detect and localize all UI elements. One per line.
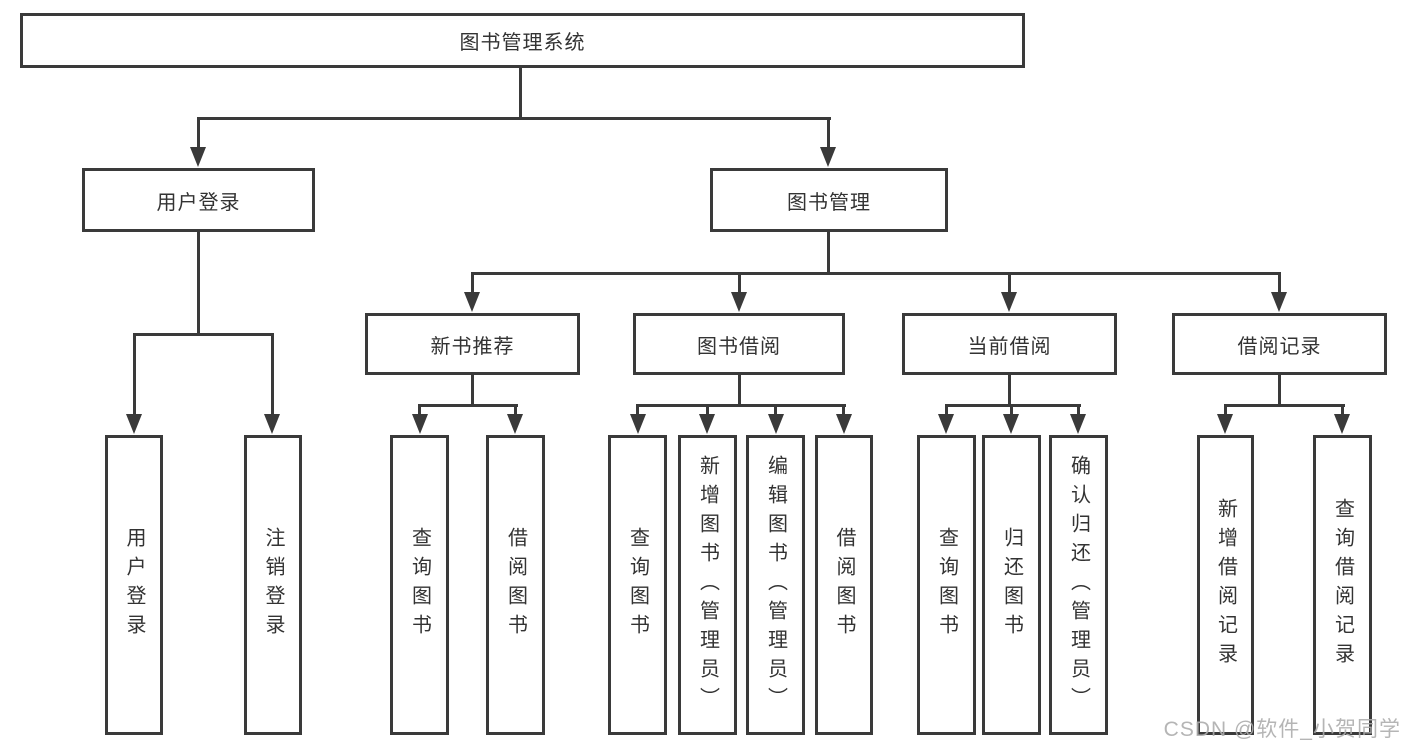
csdn-watermark: CSDN @软件_小贺同学 xyxy=(1163,718,1401,741)
connector-line xyxy=(636,404,846,407)
leaf-label: 新增图书（管理员） xyxy=(696,454,719,716)
connector-line xyxy=(519,67,522,118)
connector-line xyxy=(514,406,517,416)
leaf-current-confirm-return-admin: 确认归还（管理员） xyxy=(1049,435,1108,735)
arrowhead-down-icon xyxy=(1001,292,1017,312)
node-book-borrowing: 图书借阅 xyxy=(633,313,845,375)
node-root: 图书管理系统 xyxy=(20,13,1025,68)
connector-line xyxy=(133,333,274,336)
arrowhead-down-icon xyxy=(938,414,954,434)
node-label: 新书推荐 xyxy=(430,335,515,358)
node-new-book-recommend: 新书推荐 xyxy=(365,313,580,375)
connector-line xyxy=(1008,274,1011,294)
connector-line xyxy=(1077,406,1080,416)
leaf-records-add-borrow-record: 新增借阅记录 xyxy=(1197,435,1254,735)
connector-line xyxy=(842,406,845,416)
leaf-label: 归还图书 xyxy=(1000,527,1023,643)
arrowhead-down-icon xyxy=(264,414,280,434)
leaf-current-query-books: 查询图书 xyxy=(917,435,976,735)
connector-line xyxy=(636,406,639,416)
leaf-label: 查询图书 xyxy=(408,527,431,643)
connector-line xyxy=(271,335,274,415)
leaf-newbooks-borrow-books: 借阅图书 xyxy=(486,435,545,735)
arrowhead-down-icon xyxy=(630,414,646,434)
node-current-borrowing: 当前借阅 xyxy=(902,313,1117,375)
leaf-borrowing-edit-books-admin: 编辑图书（管理员） xyxy=(746,435,805,735)
arrowhead-down-icon xyxy=(126,414,142,434)
leaf-newbooks-query-books: 查询图书 xyxy=(390,435,449,735)
leaf-label: 编辑图书（管理员） xyxy=(764,454,787,716)
arrowhead-down-icon xyxy=(1334,414,1350,434)
node-book-management: 图书管理 xyxy=(710,168,948,232)
connector-line xyxy=(945,404,1081,407)
arrowhead-down-icon xyxy=(1070,414,1086,434)
connector-line xyxy=(471,374,474,407)
arrowhead-down-icon xyxy=(820,147,836,167)
connector-line xyxy=(945,406,948,416)
leaf-label: 查询借阅记录 xyxy=(1331,498,1354,672)
node-borrowing-records: 借阅记录 xyxy=(1172,313,1387,375)
node-label: 图书管理 xyxy=(787,191,871,214)
arrowhead-down-icon xyxy=(1217,414,1233,434)
connector-line xyxy=(133,335,136,415)
leaf-label: 借阅图书 xyxy=(504,527,527,643)
connector-line xyxy=(827,119,830,149)
connector-line xyxy=(1008,374,1011,407)
arrowhead-down-icon xyxy=(731,292,747,312)
arrowhead-down-icon xyxy=(836,414,852,434)
arrowhead-down-icon xyxy=(1271,292,1287,312)
arrowhead-down-icon xyxy=(699,414,715,434)
leaf-logout: 注销登录 xyxy=(244,435,302,735)
connector-line xyxy=(1278,274,1281,294)
connector-line xyxy=(774,406,777,416)
leaf-label: 查询图书 xyxy=(935,527,958,643)
leaf-label: 借阅图书 xyxy=(833,527,855,643)
leaf-records-query-borrow-record: 查询借阅记录 xyxy=(1313,435,1372,735)
leaf-label: 注销登录 xyxy=(262,527,284,643)
connector-line xyxy=(1224,406,1227,416)
arrowhead-down-icon xyxy=(412,414,428,434)
leaf-borrowing-add-books-admin: 新增图书（管理员） xyxy=(678,435,737,735)
connector-line xyxy=(197,119,200,149)
connector-line xyxy=(471,272,1281,275)
connector-line xyxy=(1341,406,1344,416)
leaf-borrowing-borrow-books: 借阅图书 xyxy=(815,435,873,735)
connector-line xyxy=(1224,404,1345,407)
node-label: 图书管理系统 xyxy=(459,32,586,54)
connector-line xyxy=(418,404,518,407)
connector-line xyxy=(471,274,474,294)
leaf-label: 确认归还（管理员） xyxy=(1067,454,1090,716)
node-label: 当前借阅 xyxy=(967,335,1052,358)
node-user-login: 用户登录 xyxy=(82,168,315,232)
arrowhead-down-icon xyxy=(190,147,206,167)
arrowhead-down-icon xyxy=(507,414,523,434)
connector-line xyxy=(738,374,741,407)
connector-line xyxy=(706,406,709,416)
arrowhead-down-icon xyxy=(464,292,480,312)
connector-line xyxy=(197,117,831,120)
leaf-borrowing-query-books: 查询图书 xyxy=(608,435,667,735)
leaf-current-return-books: 归还图书 xyxy=(982,435,1041,735)
leaf-label: 用户登录 xyxy=(123,527,145,643)
connector-line xyxy=(197,231,200,336)
connector-line xyxy=(1010,406,1013,416)
connector-line xyxy=(827,231,830,274)
arrowhead-down-icon xyxy=(1003,414,1019,434)
node-label: 借阅记录 xyxy=(1237,335,1322,358)
leaf-label: 查询图书 xyxy=(626,527,649,643)
connector-line xyxy=(418,406,421,416)
node-label: 图书借阅 xyxy=(697,335,781,358)
connector-line xyxy=(1278,374,1281,407)
arrowhead-down-icon xyxy=(768,414,784,434)
leaf-user-login: 用户登录 xyxy=(105,435,163,735)
leaf-label: 新增借阅记录 xyxy=(1214,498,1237,672)
node-label: 用户登录 xyxy=(156,191,241,214)
connector-line xyxy=(738,274,741,294)
